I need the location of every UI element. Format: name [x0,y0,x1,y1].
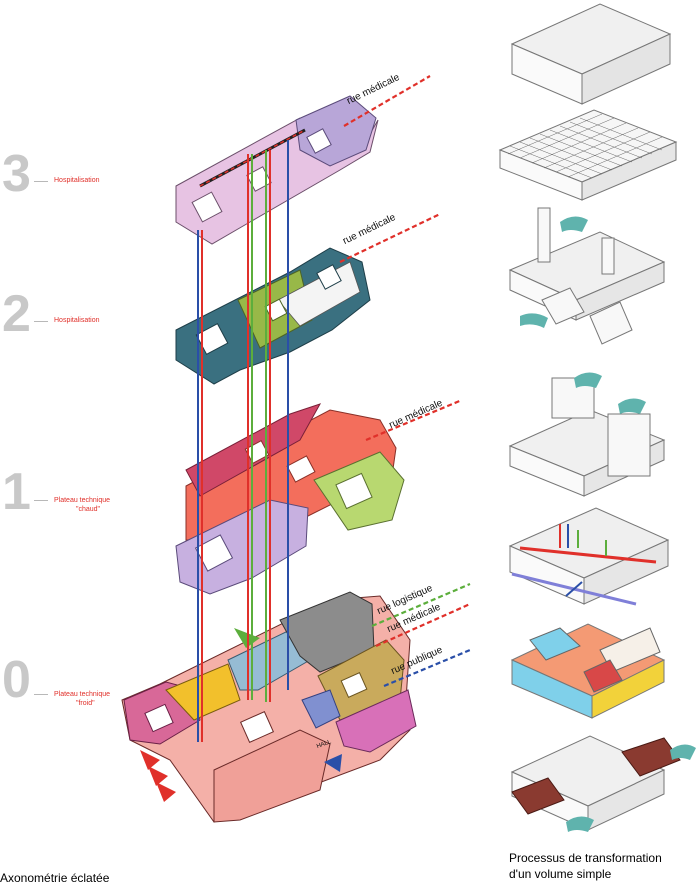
vertical-circulations [197,140,289,742]
level-2-slab [175,247,371,385]
transformation-step-2 [498,109,678,201]
caption-right-line2: d'un volume simple [509,867,612,881]
level-1-tick [34,500,48,501]
transformation-step-4 [508,372,666,497]
transformation-step-3 [508,207,666,345]
level-0-slab [121,591,417,823]
level-1-number: 1 [2,463,31,521]
caption-right-line1: Processus de transformation [509,851,662,865]
level-1-label-sub: "chaud" [76,506,101,513]
level-0-number: 0 [2,651,31,709]
caption-left: Axonométrie éclatée [0,871,110,885]
level-0-tick [34,694,48,695]
level-2-number: 2 [2,285,31,343]
level-2-label: Hospitalisation [54,317,100,324]
transformation-step-6 [510,623,666,719]
transformation-step-5 [508,507,670,606]
level-0-label-main: Plateau technique [54,691,111,698]
level-1-label: Plateau technique "chaud" [54,496,110,514]
level-3-slab [175,95,379,245]
level-2-tick [34,321,48,322]
level-0-label-sub: "froid" [76,700,95,707]
level-1-label-main: Plateau technique [54,497,111,504]
level-1-slab [175,403,405,595]
street-lines [339,75,471,688]
level-3-number: 3 [2,145,31,203]
transformation-step-1 [510,3,672,105]
level-3-label: Hospitalisation [54,177,100,184]
level-0-label: Plateau technique "froid" [54,690,110,708]
level-3-tick [34,181,48,182]
transformation-step-7 [510,735,696,832]
